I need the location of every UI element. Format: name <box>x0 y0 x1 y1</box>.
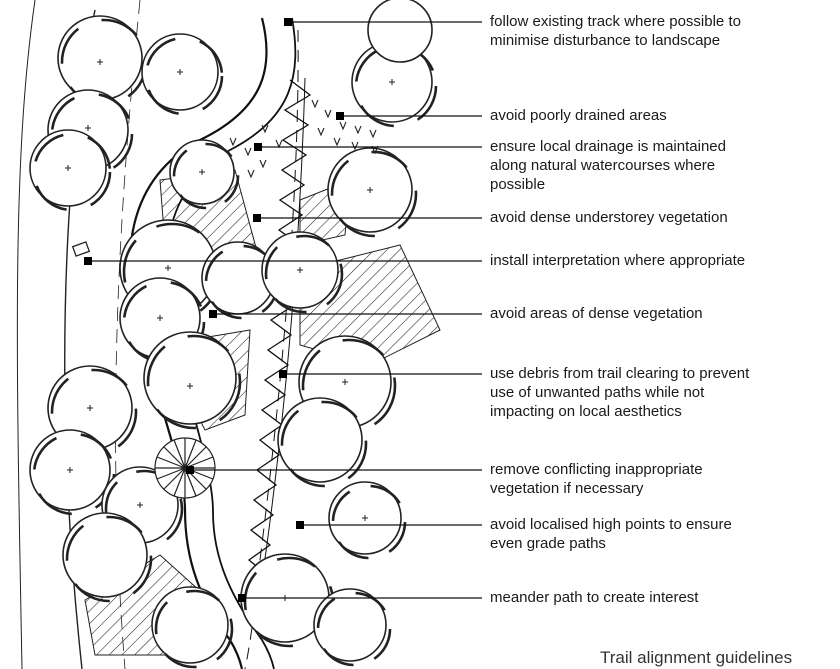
leader-marker <box>296 521 304 529</box>
callout-poorly-drained: avoid poorly drained areas <box>490 106 835 125</box>
callout-trail-debris: use debris from trail clearing to preven… <box>490 364 835 421</box>
leader-marker <box>254 143 262 151</box>
leader-marker <box>209 310 217 318</box>
callout-dense-understorey: avoid dense understorey vegetation <box>490 208 835 227</box>
leader-marker <box>186 466 194 474</box>
leader-marker <box>253 214 261 222</box>
leader-marker <box>284 18 292 26</box>
tree-canopy <box>142 34 222 114</box>
callout-remove-vegetation: remove conflicting inappropriate vegetat… <box>490 460 835 498</box>
callout-meander-path: meander path to create interest <box>490 588 835 607</box>
callout-existing-track: follow existing track where possible to … <box>490 12 835 50</box>
tree-canopy <box>329 482 405 558</box>
diagram-caption: Trail alignment guidelines <box>600 648 840 668</box>
tree-canopy <box>58 16 146 104</box>
leader-marker <box>238 594 246 602</box>
tree-canopy <box>368 0 432 62</box>
callout-local-drainage: ensure local drainage is maintained alon… <box>490 137 835 194</box>
leader-marker <box>336 112 344 120</box>
callout-high-points: avoid localised high points to ensure ev… <box>490 515 835 553</box>
starburst-vegetation-symbol <box>155 438 215 498</box>
leader-marker <box>84 257 92 265</box>
callout-dense-vegetation: avoid areas of dense vegetation <box>490 304 835 323</box>
callout-interpretation: install interpretation where appropriate <box>490 251 835 270</box>
interpretation-sign-symbol <box>73 242 90 256</box>
leader-marker <box>279 370 287 378</box>
tree-canopy <box>314 589 390 665</box>
